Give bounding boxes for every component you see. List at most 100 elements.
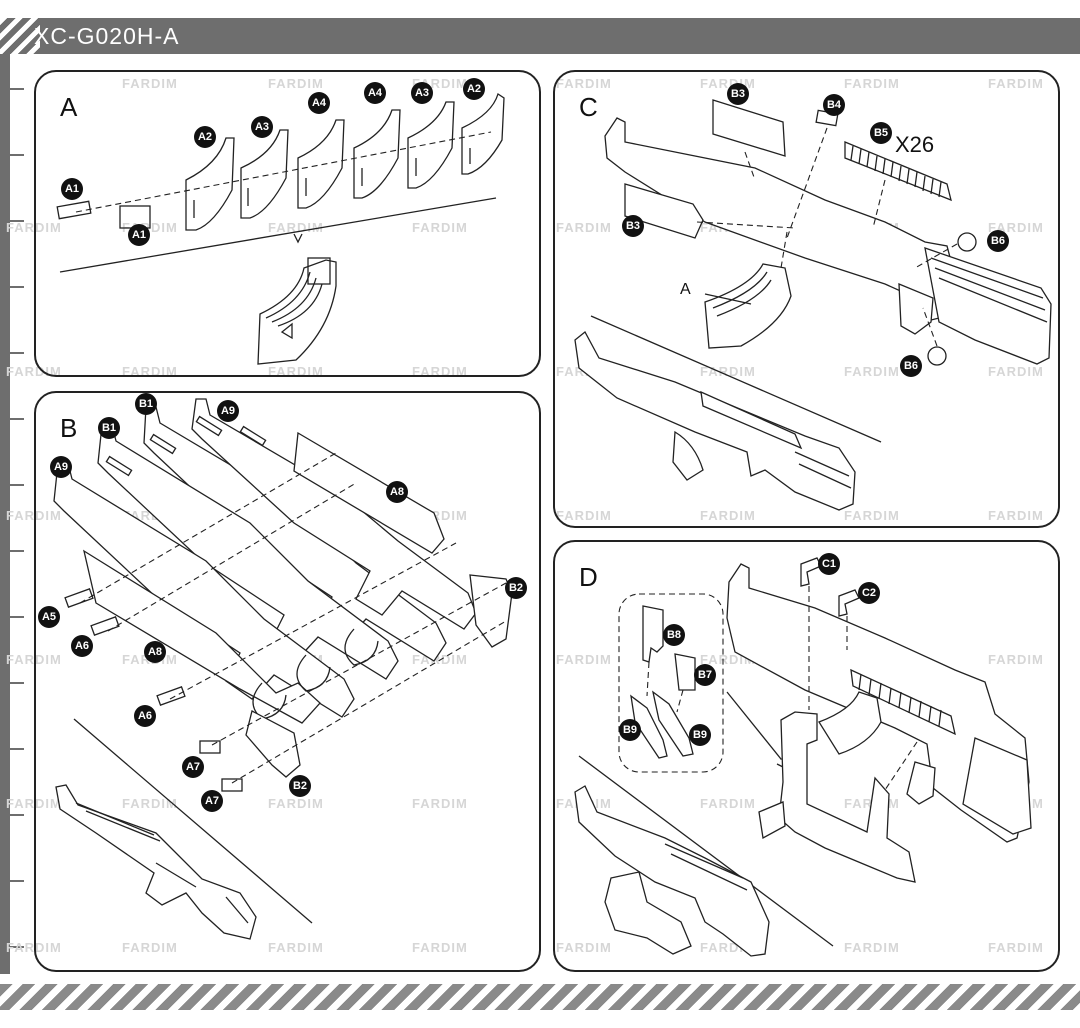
watermark: FARDIM [556,652,612,667]
ruler-tick [10,418,24,420]
part-label: A8 [386,481,408,503]
pin-b6-bottom [927,346,947,366]
watermark: FARDIM [412,220,468,235]
watermark: FARDIM [268,220,324,235]
small-stand [604,871,692,955]
footer-stripe-bar [0,984,1080,1010]
part-a6-lower [156,686,186,706]
magazine-top-block [307,257,331,285]
watermark: FARDIM [6,220,62,235]
magazine-a [704,263,792,349]
handguard-d [850,668,956,736]
separator-notch [293,233,303,244]
ruler-tick [10,154,24,156]
watermark: FARDIM [988,652,1044,667]
assembled-rifle-small [574,785,770,957]
handguard-b5 [844,141,952,202]
watermark: FARDIM [700,796,756,811]
ruler-tick [10,748,24,750]
part-label: A9 [50,456,72,478]
part-a7-lower [221,778,243,792]
watermark: FARDIM [700,508,756,523]
part-label: B7 [694,664,716,686]
watermark: FARDIM [122,76,178,91]
header-bar: XC-G020H-A [0,18,1080,54]
watermark: FARDIM [988,508,1044,523]
magazine-d [818,691,882,755]
quantity-label: X26 [895,132,935,157]
ruler-tick [10,880,24,882]
plate-a4-right [353,109,401,199]
part-label: C2 [858,582,880,604]
rifle-stock-top [924,247,1052,365]
separator-line [73,718,313,924]
stand-part-b9-right [652,690,694,757]
plate-a3-left [240,129,289,219]
part-a7-upper [199,740,221,754]
part-label: A6 [134,705,156,727]
part-label: A7 [201,790,223,812]
ruler-tick [10,286,24,288]
part-label: B9 [689,724,711,746]
panel-a: A [34,70,541,377]
plate-b3-top [712,99,786,157]
plate-a8-right [293,431,445,554]
watermark: FARDIM [988,940,1044,955]
part-label: A3 [411,82,433,104]
ruler-tick [10,220,24,222]
plate-a4-left [297,119,345,209]
stand-part-b8 [642,605,664,663]
left-ruler-bar [0,54,10,974]
magazine-label: A [680,281,691,298]
part-label: B3 [622,215,644,237]
plate-a3-right [407,101,455,189]
panel-b: B [34,391,541,972]
plate-a8-mid [83,549,321,724]
watermark: FARDIM [556,220,612,235]
watermark: FARDIM [844,76,900,91]
watermark: FARDIM [412,796,468,811]
model-title: XC-G020H-A [34,23,180,49]
part-label: A7 [182,756,204,778]
watermark: FARDIM [6,652,62,667]
separator-line [578,755,834,947]
panel-d: D [553,540,1060,972]
part-a1-top [56,200,92,220]
watermark: FARDIM [844,940,900,955]
assembled-magazine [257,259,337,365]
watermark: FARDIM [122,796,178,811]
watermark: FARDIM [268,940,324,955]
part-label: B6 [900,355,922,377]
separator-line [59,197,497,273]
watermark: FARDIM [700,364,756,379]
panel-letter-a: A [60,92,78,122]
part-label: B2 [289,775,311,797]
part-label: B4 [823,94,845,116]
watermark: FARDIM [122,940,178,955]
part-label: A5 [38,606,60,628]
stand-part-b7 [674,653,696,691]
panel-a-drawing [56,92,505,365]
panel-letter-d: D [579,562,598,592]
watermark: FARDIM [6,796,62,811]
assembled-rifle [574,331,856,511]
watermark: FARDIM [268,76,324,91]
watermark: FARDIM [268,796,324,811]
part-label: A1 [61,178,83,200]
panel-c: C [553,70,1060,528]
watermark: FARDIM [6,508,62,523]
plate-a2-left [185,137,235,231]
part-label: A3 [251,116,273,138]
part-label: B1 [98,417,120,439]
pin-b6-right [957,232,977,252]
stand-parts-group [618,593,724,773]
ruler-tick [10,484,24,486]
watermark: FARDIM [988,76,1044,91]
ruler-tick [10,88,24,90]
plate-a2-right [461,92,505,175]
panel-letter-c: C [579,92,598,122]
plate-b2-bottom [245,710,301,778]
watermark: FARDIM [844,508,900,523]
ruler-tick [10,946,24,948]
part-label: A2 [194,126,216,148]
